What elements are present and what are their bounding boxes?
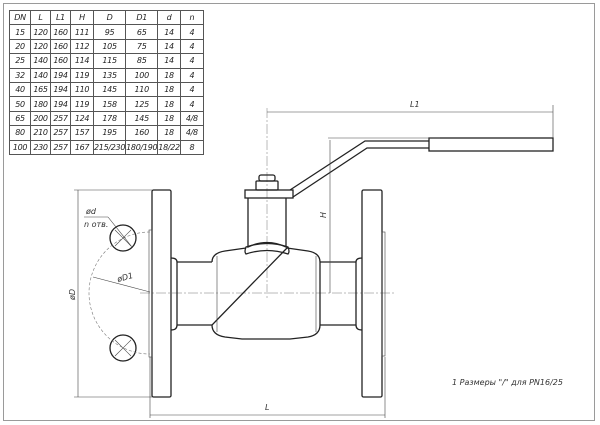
stem-top <box>258 174 276 182</box>
handle-plate <box>244 189 294 199</box>
handle-lever <box>289 140 429 198</box>
table-cell: 4 <box>179 38 204 55</box>
hole-centermarks <box>114 229 132 357</box>
dimension-l1: L1 <box>267 100 554 138</box>
l-label: L <box>265 403 269 412</box>
dimension-h: H <box>319 137 440 293</box>
left-raised-face <box>148 229 153 358</box>
dimension-l: L <box>149 357 386 418</box>
left-neck <box>170 257 212 331</box>
hole-count-label: n отв. <box>84 220 108 229</box>
table-cell: 4 <box>179 67 204 83</box>
right-flange <box>361 189 383 398</box>
d-label: øD <box>68 289 77 301</box>
dimension-hole: ød n отв. <box>84 207 133 248</box>
right-neck <box>320 257 363 331</box>
bolt-hole-bottom <box>109 334 137 362</box>
handle-grip <box>428 137 554 152</box>
table-cell: 180/190 <box>125 139 159 155</box>
valve-body <box>211 247 321 340</box>
h-label: H <box>319 212 328 218</box>
right-raised-face <box>381 231 386 357</box>
stem-saddle <box>244 242 290 255</box>
left-flange <box>151 189 172 398</box>
dimension-d1: øD1 <box>92 271 151 293</box>
table-cell: 8 <box>179 139 204 155</box>
l1-label: L1 <box>410 100 420 109</box>
d1-label: øD1 <box>115 271 134 284</box>
hole-diameter-label: ød <box>85 207 97 216</box>
pn-note: 1 Размеры "/" для PN16/25 <box>452 378 563 387</box>
d1-circle-arc <box>88 231 151 355</box>
table-cell: 215/230 <box>92 139 127 155</box>
drawing-frame <box>3 3 595 421</box>
dimension-d: øD <box>68 189 152 398</box>
bolt-hole-top <box>109 224 137 252</box>
